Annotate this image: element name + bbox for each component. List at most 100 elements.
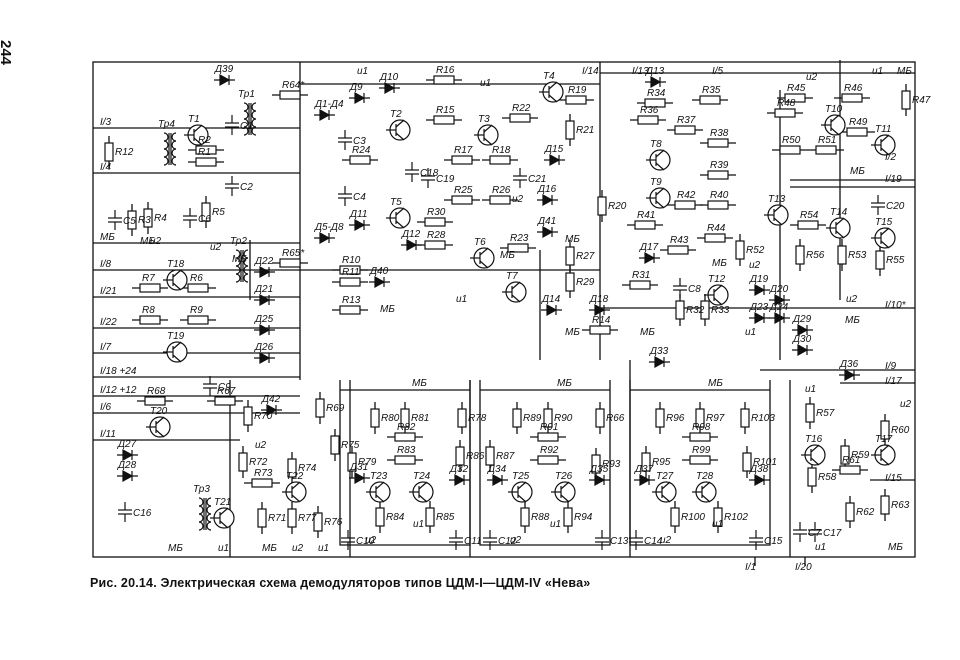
- resistor-r62-label: R62: [856, 507, 875, 518]
- diode-д22-label: Д22: [254, 256, 274, 267]
- resistor-r59: [840, 445, 850, 465]
- resistor-r13: [339, 305, 361, 315]
- capacitor-c5: [108, 210, 122, 230]
- rail-marker-20: МБ: [557, 378, 572, 389]
- capacitor-c2-label: C2: [240, 182, 253, 193]
- transformer-тр2-label: Тр2: [230, 236, 247, 247]
- rail-marker-32: u1: [318, 543, 329, 554]
- port-top-1: u1: [357, 66, 368, 77]
- rail-marker-6: u2: [512, 194, 524, 205]
- transformer-тр1-label: Тр1: [238, 89, 255, 100]
- diode-д27: [117, 448, 138, 462]
- resistor-r77-label: R77: [298, 513, 317, 524]
- rail-marker-9: МБ: [565, 327, 580, 338]
- resistor-r85: [425, 507, 435, 527]
- resistor-r14-label: R14: [592, 315, 611, 326]
- resistor-r3: [127, 210, 137, 230]
- capacitor-c13: [595, 530, 609, 550]
- resistor-r81-label: R81: [411, 413, 429, 424]
- diode-д1-д4-label: Д1-Д4: [314, 99, 344, 110]
- resistor-r54: [797, 220, 819, 230]
- transistor-t24-label: T24: [413, 471, 431, 482]
- capacitor-c8: [673, 278, 687, 298]
- transistor-t21-label: T21: [214, 497, 231, 508]
- capacitor-c19: [421, 168, 435, 188]
- port-top-2: I/14: [582, 66, 599, 77]
- diode-д32-label: Д32: [449, 464, 469, 475]
- capacitor-c7-label: C7: [808, 528, 821, 539]
- resistor-r58-label: R58: [818, 472, 837, 483]
- resistor-r33-label: R33: [711, 305, 730, 316]
- resistor-r37: [674, 125, 696, 135]
- rail-marker-38: МБ: [140, 236, 155, 247]
- transistor-t7: [502, 281, 527, 303]
- resistor-r91: [537, 432, 559, 442]
- transistor-t11-label: T11: [875, 124, 892, 135]
- capacitor-c5-label: C5: [123, 216, 136, 227]
- resistor-r29: [565, 272, 575, 292]
- transistor-t23: [366, 481, 391, 503]
- diode-д29: [792, 323, 813, 337]
- resistor-r10: [339, 265, 361, 275]
- diode-д21-label: Д21: [254, 284, 273, 295]
- resistor-r51-label: R51: [818, 135, 836, 146]
- transistor-t1-label: T1: [188, 114, 200, 125]
- resistor-r9: [187, 315, 209, 325]
- transistor-t12-label: T12: [708, 274, 726, 285]
- resistor-r44: [704, 233, 726, 243]
- transistor-t8-label: T8: [650, 139, 662, 150]
- resistor-r92-label: R92: [540, 445, 559, 456]
- port-left-2: I/4: [100, 162, 112, 173]
- diode-д19-label: Д19: [749, 274, 769, 285]
- diode-д39-label: Д39: [214, 64, 234, 75]
- resistor-r7-label: R7: [142, 273, 155, 284]
- rail-marker-12: u2: [749, 260, 761, 271]
- capacitor-c14-label: C14: [644, 536, 663, 547]
- transistor-t4-label: T4: [543, 71, 555, 82]
- capacitor-c9-label: C9: [218, 382, 231, 393]
- resistor-r57-label: R57: [816, 408, 835, 419]
- resistor-r57: [805, 403, 815, 423]
- transistor-t9: [646, 187, 671, 209]
- resistor-r68-label: R68: [147, 386, 166, 397]
- port-left-5: I/21: [100, 286, 117, 297]
- resistor-r27: [565, 246, 575, 266]
- rail-marker-25: u2: [365, 535, 377, 546]
- diode-д41-label: Д41: [537, 216, 556, 227]
- resistor-r86: [455, 446, 465, 466]
- resistor-r53: [837, 245, 847, 265]
- capacitor-c20-label: C20: [886, 201, 905, 212]
- resistor-r18: [489, 155, 511, 165]
- resistor-r80-label: R80: [381, 413, 400, 424]
- capacitor-c20: [871, 195, 885, 215]
- resistor-r95-label: R95: [652, 457, 671, 468]
- diode-д24-label: Д24: [769, 302, 789, 313]
- transistor-t14: [826, 217, 851, 239]
- diode-д9-label: Д9: [349, 82, 363, 93]
- resistor-r103-label: R103: [751, 413, 775, 424]
- resistor-r82-label: R82: [397, 422, 416, 433]
- diode-д37: [634, 473, 655, 487]
- resistor-r50-label: R50: [782, 135, 801, 146]
- resistor-r50: [779, 145, 801, 155]
- resistor-r78-label: R78: [468, 413, 487, 424]
- rail-marker-36: u2: [900, 399, 912, 410]
- capacitor-c7: [793, 522, 807, 542]
- transistor-t28-label: T28: [696, 471, 714, 482]
- diode-д32: [449, 473, 470, 487]
- resistor-r66: [595, 408, 605, 428]
- resistor-r69-label: R69: [326, 403, 345, 414]
- resistor-r55: [875, 250, 885, 270]
- resistor-r31-label: R31: [632, 270, 650, 281]
- resistor-r99-label: R99: [692, 445, 711, 456]
- diode-д13: [645, 75, 666, 89]
- capacitor-c17-label: C17: [823, 528, 842, 539]
- resistor-r26-label: R26: [492, 185, 511, 196]
- transistor-t17-label: T17: [875, 434, 893, 445]
- diode-д34: [487, 473, 508, 487]
- diode-д23: [749, 311, 770, 325]
- rail-marker-30: МБ: [262, 543, 277, 554]
- transistor-t10-label: T10: [825, 104, 843, 115]
- rail-marker-18: МБ: [380, 304, 395, 315]
